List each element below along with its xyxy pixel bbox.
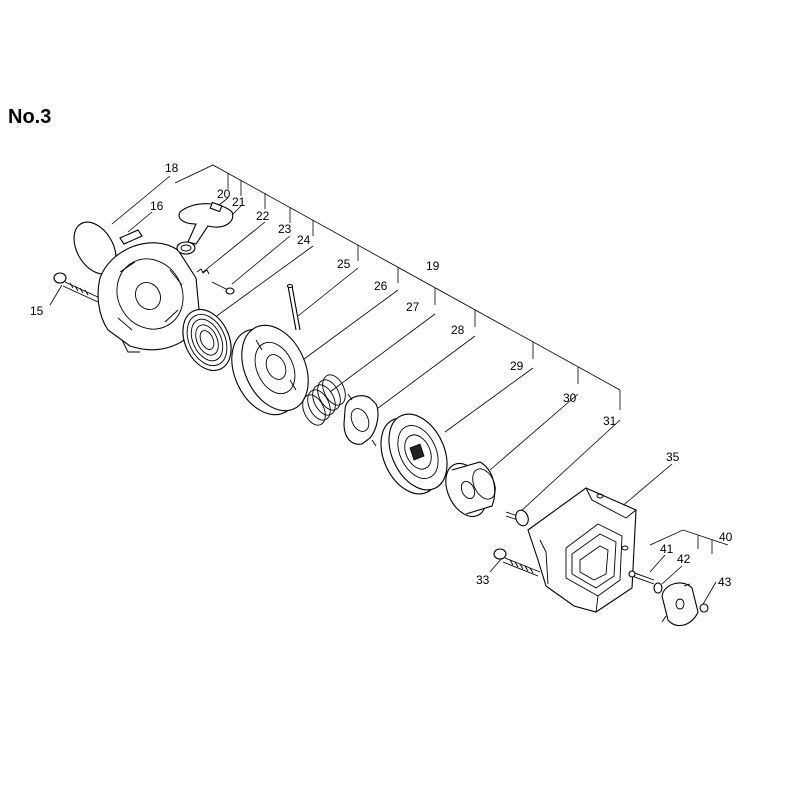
callout-25: 25 <box>337 257 351 271</box>
part-31-screw <box>505 509 529 527</box>
bracket-lines <box>174 164 729 554</box>
callout-31: 31 <box>603 414 617 428</box>
callout-15: 15 <box>30 304 44 318</box>
callout-26: 26 <box>374 279 388 293</box>
leader-lines <box>49 175 717 607</box>
part-19-handle <box>176 203 234 255</box>
callout-42: 42 <box>677 552 691 566</box>
callout-43: 43 <box>718 575 732 589</box>
part-40-plate <box>661 582 699 627</box>
part-35-housing <box>527 487 637 613</box>
page-title: No.3 <box>8 106 52 128</box>
part-33-bolt <box>493 548 541 577</box>
callout-labels: 15 16 18 19 20 21 22 23 24 25 26 27 28 2… <box>30 161 733 589</box>
callout-21: 21 <box>232 195 246 209</box>
callout-27: 27 <box>406 300 420 314</box>
callout-29: 29 <box>510 359 524 373</box>
part-23-screw <box>211 281 235 295</box>
callout-41: 41 <box>660 542 674 556</box>
part-24-recoil-spring <box>182 308 232 372</box>
part-15-bolt <box>53 272 101 303</box>
callout-19: 19 <box>426 259 440 273</box>
callout-22: 22 <box>256 209 270 223</box>
part-20-tag <box>209 201 223 213</box>
part-41-stud <box>628 570 655 585</box>
callout-28: 28 <box>451 323 465 337</box>
part-29-pulley <box>380 413 448 495</box>
part-22-spring <box>196 268 210 275</box>
callout-18: 18 <box>165 161 179 175</box>
callout-20: 20 <box>217 187 231 201</box>
callout-40: 40 <box>719 530 733 544</box>
part-30-drum <box>445 461 496 518</box>
part-42-washer <box>653 582 663 594</box>
callout-30: 30 <box>563 391 577 405</box>
part-28-ratchet <box>343 393 379 447</box>
part-16-label <box>119 229 143 245</box>
part-25-pin <box>286 283 301 331</box>
callout-33: 33 <box>476 573 490 587</box>
callout-35: 35 <box>666 450 680 464</box>
part-26-reel <box>231 324 309 416</box>
part-27-spring <box>302 374 346 426</box>
part-43-nut <box>699 603 709 613</box>
callout-16: 16 <box>150 199 164 213</box>
callout-23: 23 <box>278 222 292 236</box>
callout-24: 24 <box>297 233 311 247</box>
